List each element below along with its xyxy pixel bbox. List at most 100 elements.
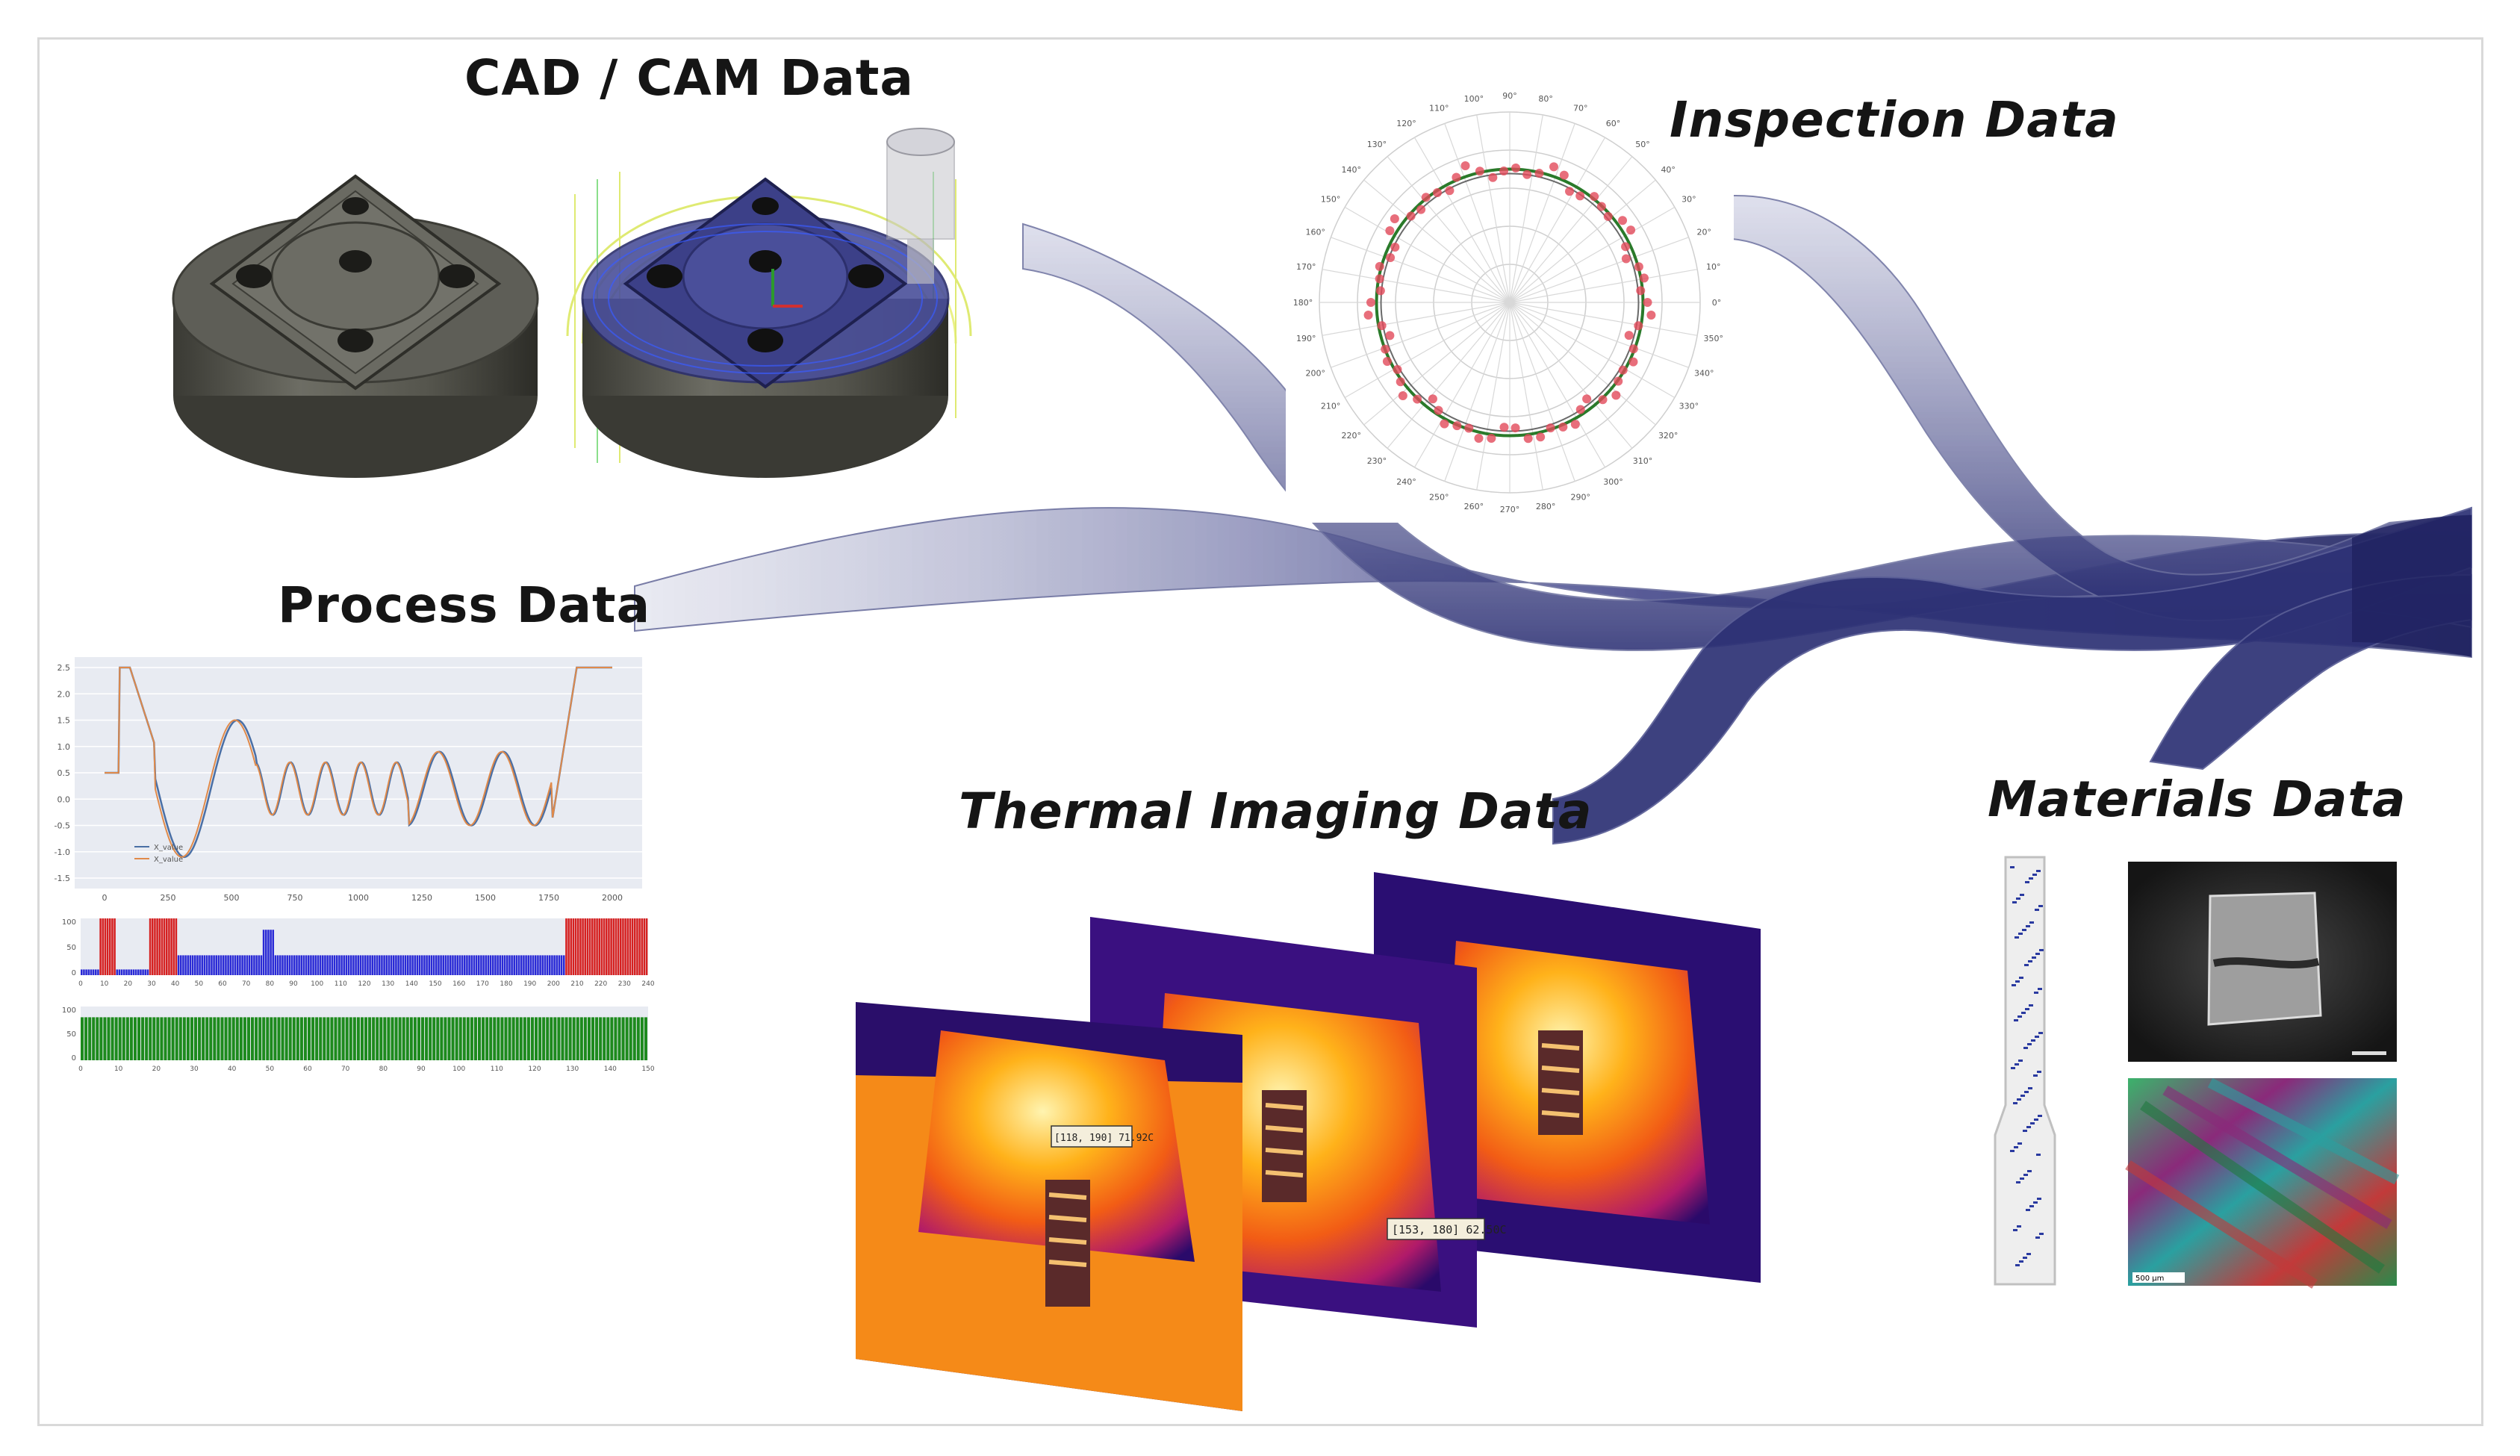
bar-chart-1-bar (515, 955, 518, 975)
polar-spoke (1344, 206, 1511, 303)
polar-angle-label: 0° (1712, 298, 1722, 308)
bar-chart-2-bar (156, 1017, 160, 1060)
materials-images: 500 μm (1994, 856, 2400, 1289)
polar-point (1460, 161, 1470, 170)
bar-chart-1-bar (612, 918, 615, 975)
defect-speck (2027, 1170, 2032, 1172)
line-chart-y-tick: 2.0 (57, 689, 71, 699)
bar-chart-2-bar (436, 1017, 440, 1060)
bar-chart-2-bar (326, 1017, 330, 1060)
bar-chart-2-bar (209, 1017, 213, 1060)
polar-angle-label: 190° (1296, 334, 1316, 343)
bar-chart-1-bar (116, 969, 119, 975)
polar-spoke (1444, 302, 1511, 482)
bar-chart-1-bar (152, 918, 154, 975)
bar-chart-2-bar (360, 1017, 364, 1060)
polar-angle-label: 260° (1464, 502, 1484, 511)
bar-chart-1-bar (182, 955, 184, 975)
polar-angle-label: 220° (1342, 431, 1362, 441)
defect-speck (2016, 897, 2020, 900)
bar-chart-1-bar (608, 918, 610, 975)
bar-chart-2-bar (489, 1017, 493, 1060)
defect-speck (2036, 870, 2041, 872)
bar-chart-1-bar (270, 930, 272, 975)
bar-chart-1-bar (293, 955, 296, 975)
polar-point (1611, 391, 1621, 400)
polar-spoke (1509, 302, 1676, 399)
bar-chart-1-bar (376, 955, 379, 975)
defect-speck (2033, 1074, 2038, 1077)
bar-chart-2-bar (311, 1017, 315, 1060)
bar-chart-1-bar (189, 955, 192, 975)
bar-chart-1-y-tick: 100 (62, 918, 76, 927)
bar-chart-1-bar (525, 955, 527, 975)
bar-chart-1-bar (596, 918, 598, 975)
bar-chart-2-bar (530, 1017, 534, 1060)
inspection-title: Inspection Data (1670, 91, 2119, 149)
bar-chart-1-bar (478, 955, 480, 975)
legend-label: X_value (154, 856, 183, 864)
bar-chart-2-bar (564, 1017, 568, 1060)
bar-chart-1-bar (475, 955, 478, 975)
polar-spoke (1509, 302, 1633, 449)
bar-chart-2-bar (497, 1017, 500, 1060)
bar-chart-1-bar (452, 955, 454, 975)
line-chart-x-tick: 500 (224, 893, 240, 903)
bar-chart-1-bar (123, 969, 125, 975)
line-chart-x-tick: 0 (102, 893, 108, 903)
polar-point (1558, 422, 1568, 432)
bar-chart-1-bar (302, 955, 305, 975)
bar-chart-1-bar (636, 918, 638, 975)
defect-speck (2023, 1257, 2027, 1259)
polar-spoke (1322, 302, 1511, 336)
bar-chart-2-bar (470, 1017, 473, 1060)
line-chart-y-tick: 0.0 (57, 794, 71, 804)
polar-angle-label: 160° (1305, 227, 1325, 237)
thermal-title: Thermal Imaging Data (959, 783, 1593, 840)
bar-chart-1-bar (567, 918, 570, 975)
bar-chart-1-bar (255, 955, 258, 975)
polar-point (1363, 311, 1373, 320)
polar-spoke (1509, 302, 1656, 426)
defect-speck (2019, 1260, 2023, 1263)
thermal-label-1: [118, 190] 71.92C (1054, 1133, 1154, 1144)
bar-chart-2-bar (251, 1017, 255, 1060)
bar-chart-1-bar (464, 955, 466, 975)
bar-chart-1-bar (276, 955, 279, 975)
bar-chart-1-bar (194, 955, 196, 975)
polar-point (1432, 188, 1442, 198)
bar-chart-1-bar (201, 955, 204, 975)
defect-speck (2021, 1012, 2026, 1014)
bar-chart-2-x-tick: 20 (152, 1065, 161, 1073)
bar-chart-1-bar (267, 930, 270, 975)
bar-chart-1-bar (359, 955, 362, 975)
bar-chart-1-bar (163, 918, 166, 975)
polar-angle-label: 70° (1573, 104, 1588, 113)
bar-chart-1-bar (620, 918, 622, 975)
polar-angle-label: 10° (1706, 262, 1721, 272)
bar-chart-2-bar (118, 1017, 122, 1060)
bar-chart-1-bar (395, 955, 397, 975)
polar-point (1366, 298, 1376, 307)
polar-spoke (1413, 137, 1511, 303)
bar-chart-1-x-tick: 30 (147, 980, 156, 988)
polar-point (1385, 226, 1395, 236)
bar-chart-1-bar (480, 955, 482, 975)
bar-chart-2-bar (376, 1017, 379, 1060)
line-chart-x-tick: 250 (161, 893, 176, 903)
polar-spoke (1444, 123, 1511, 303)
bar-chart-2-bar (243, 1017, 246, 1060)
polar-angle-label: 30° (1681, 195, 1696, 205)
bar-chart-2-bar (432, 1017, 436, 1060)
bar-chart-1-bar (546, 955, 549, 975)
defect-speck (2023, 1130, 2027, 1132)
polar-spoke (1363, 302, 1511, 426)
line-chart-y-tick: 0.5 (57, 768, 71, 778)
bar-chart-1-bar (610, 918, 612, 975)
defect-speck (2035, 1036, 2039, 1038)
bar-chart-2-bar (92, 1017, 96, 1060)
bar-chart-1-x-tick: 130 (382, 980, 394, 988)
bar-chart-1-bar (281, 955, 284, 975)
polar-spoke (1331, 237, 1511, 303)
bar-chart-1-bar (535, 955, 537, 975)
